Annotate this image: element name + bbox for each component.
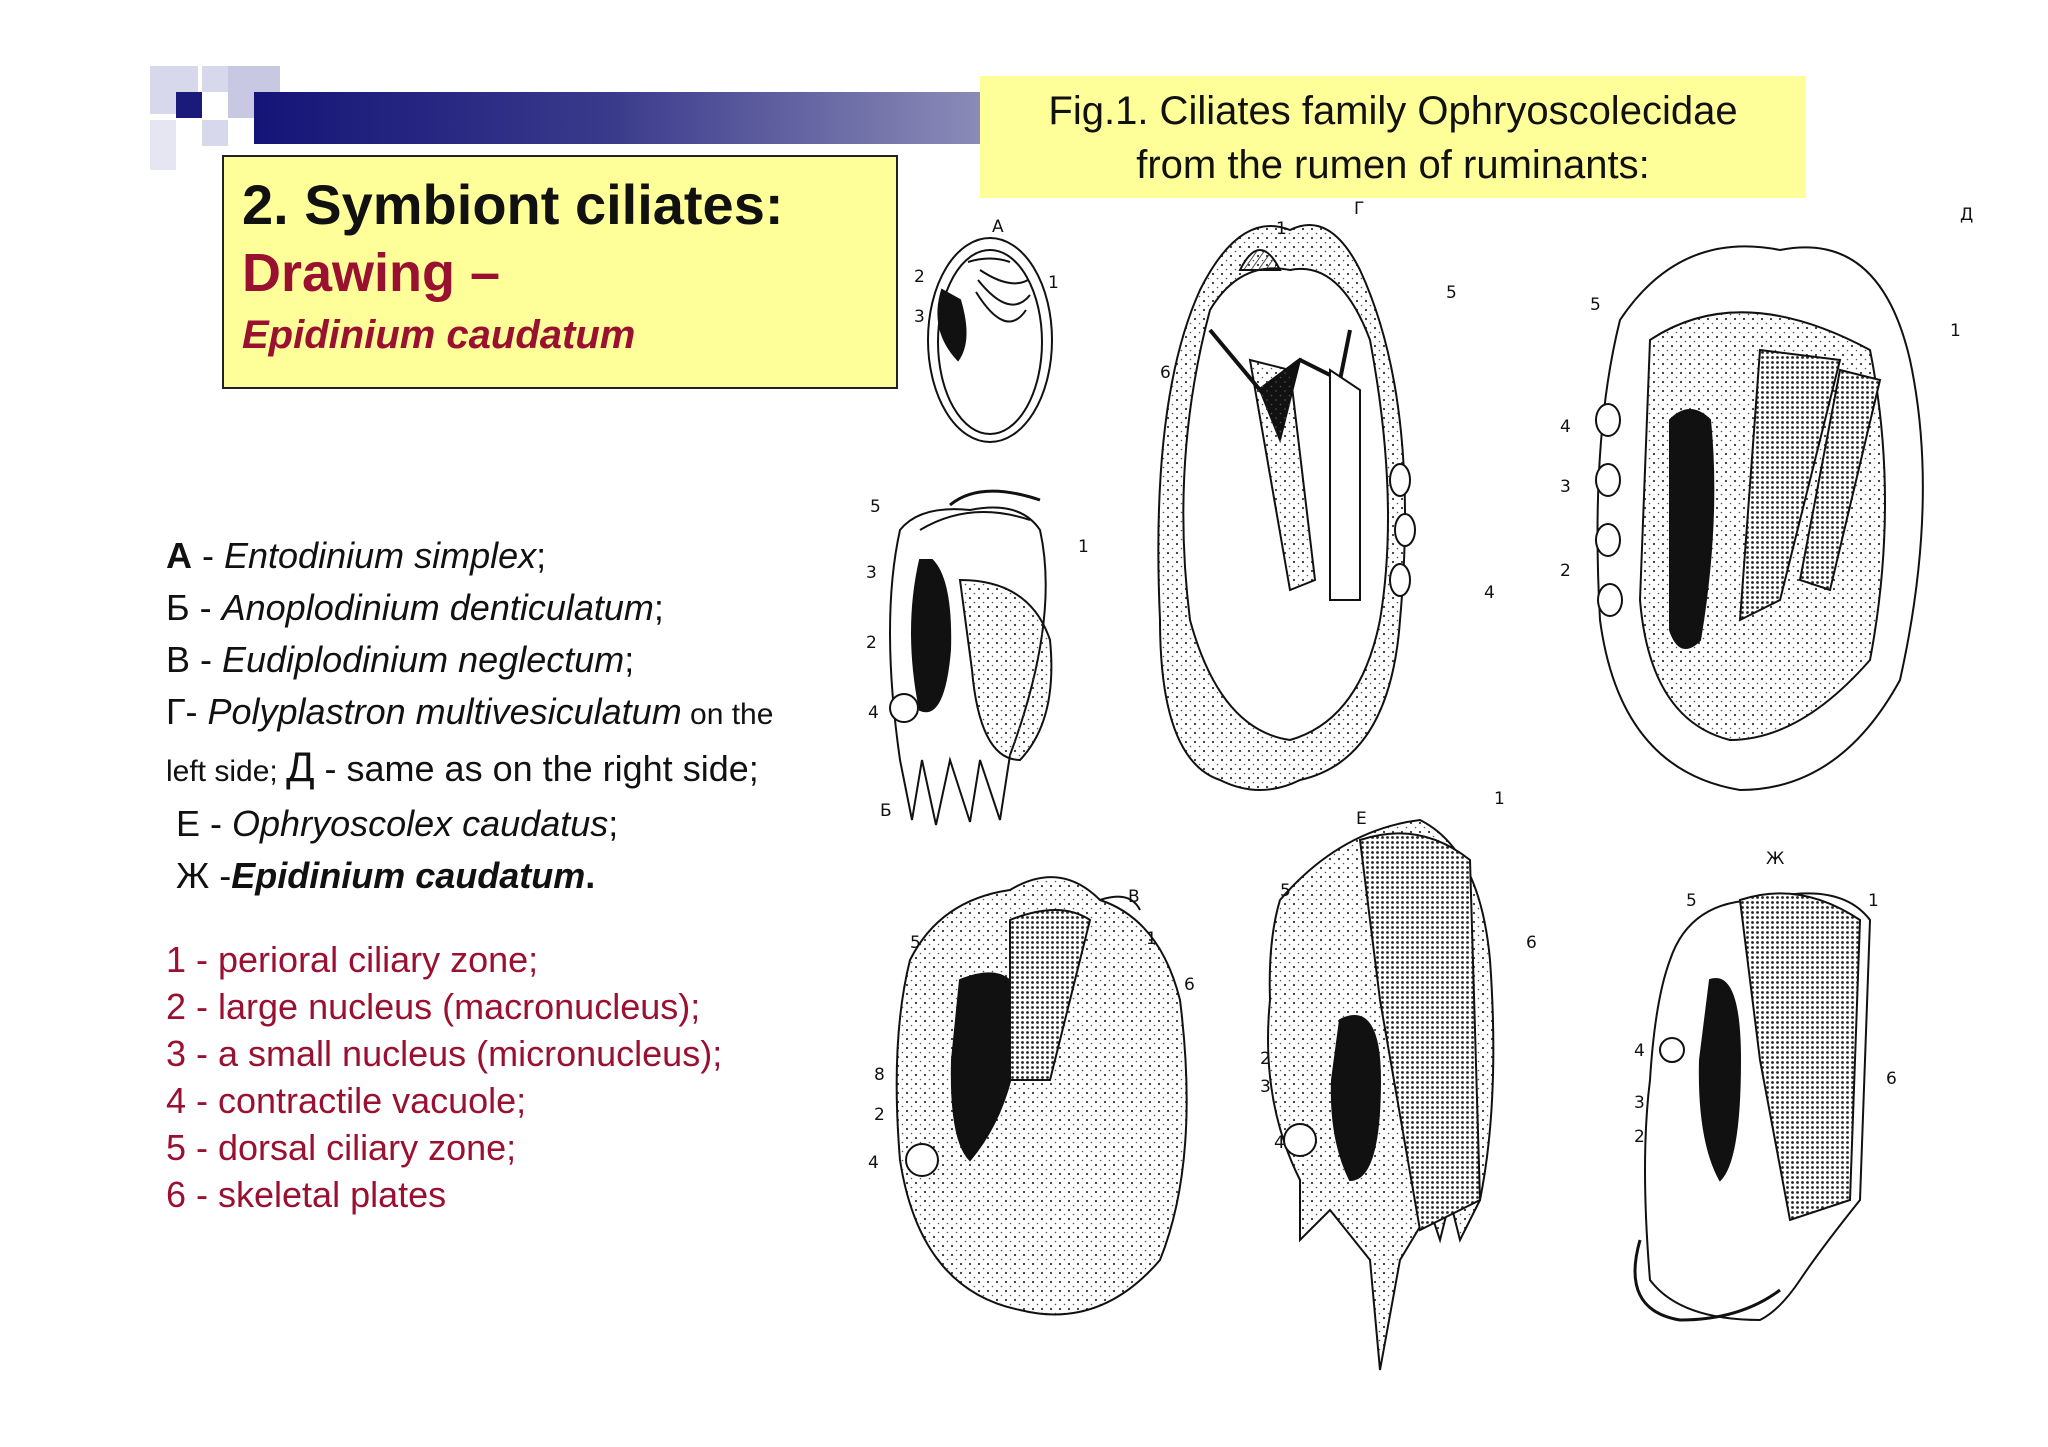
list-item: Ж -Epidinium caudatum.: [176, 855, 596, 896]
ciliate-zh-drawing: [1633, 892, 1872, 1322]
legend-item: 4 - contractile vacuole;: [166, 1080, 527, 1121]
part-number: 5: [910, 933, 921, 953]
slide-species: Epidinium caudatum: [242, 313, 636, 357]
ciliate-g-drawing: [1157, 224, 1416, 791]
legend-item: 3 - a small nucleus (micronucleus);: [166, 1033, 723, 1074]
title-box: 2. Symbiont ciliates: Drawing – Epidiniu…: [222, 155, 898, 389]
legend-item: 2 - large nucleus (macronucleus);: [166, 986, 701, 1027]
figure-caption-line2: from the rumen of ruminants:: [1136, 143, 1650, 187]
ciliate-d-drawing: [1595, 245, 1924, 792]
list-item: Б - Anoplodinium denticulatum;: [166, 587, 664, 628]
part-number: 6: [1526, 933, 1537, 953]
part-number: 2: [866, 633, 877, 653]
part-number: 4: [1560, 417, 1571, 437]
ciliate-v-drawing: [895, 876, 1188, 1316]
part-number: 8: [874, 1065, 885, 1085]
part-number: 5: [1280, 881, 1291, 901]
list-item: В - Eudiplodinium neglectum;: [166, 639, 635, 680]
part-number: 5: [1446, 283, 1457, 303]
panel-label-v: В: [1128, 887, 1140, 907]
part-number: 1: [1146, 929, 1157, 949]
part-number: 4: [1484, 583, 1495, 603]
part-number: 1: [1950, 321, 1961, 341]
ciliate-b-drawing: [889, 489, 1053, 826]
part-number: 5: [870, 497, 881, 517]
part-number: 6: [1886, 1069, 1897, 1089]
panel-label-zh: Ж: [1766, 849, 1784, 869]
part-number: 6: [1184, 975, 1195, 995]
part-number: 3: [1634, 1093, 1645, 1113]
part-number: 1: [1048, 273, 1059, 293]
list-item: Г- Polyplastron multivesiculatum on the: [166, 691, 774, 732]
part-number: 5: [1686, 891, 1697, 911]
part-number: 3: [1560, 477, 1571, 497]
part-number: 6: [1160, 363, 1171, 383]
species-list: А - Entodinium simplex; Б - Anoplodinium…: [166, 530, 866, 902]
decor-square: [150, 120, 176, 170]
list-item: А - Entodinium simplex;: [166, 535, 547, 576]
panel-label-e: Е: [1356, 809, 1367, 829]
legend: 1 - perioral ciliary zone; 2 - large nuc…: [166, 936, 722, 1218]
part-number: 4: [868, 703, 879, 723]
legend-item: 6 - skeletal plates: [166, 1174, 447, 1215]
panel-label-a: А: [992, 217, 1004, 237]
part-number: 1: [1078, 537, 1089, 557]
part-number: 4: [1634, 1041, 1645, 1061]
part-number: 1: [1868, 891, 1879, 911]
part-number: 2: [1634, 1127, 1645, 1147]
part-number: 2: [1260, 1049, 1271, 1069]
decor-square: [202, 66, 228, 92]
ciliate-e-drawing: [1267, 818, 1495, 1371]
slide-subtitle: Drawing –: [242, 243, 501, 303]
part-number: 5: [1590, 295, 1601, 315]
panel-label-g: Г: [1354, 200, 1364, 219]
slide-title: 2. Symbiont ciliates:: [242, 173, 784, 236]
legend-item: 5 - dorsal ciliary zone;: [166, 1127, 517, 1168]
part-number: 2: [874, 1105, 885, 1125]
part-number: 2: [914, 267, 925, 287]
legend-item: 1 - perioral ciliary zone;: [166, 939, 539, 980]
figure-caption-line1: Fig.1. Ciliates family Ophryoscolecidae: [1048, 89, 1738, 133]
part-number: 2: [1560, 561, 1571, 581]
decor-square-dark: [176, 92, 202, 118]
figure-caption: Fig.1. Ciliates family Ophryoscolecidae …: [980, 76, 1806, 198]
part-number: 3: [1260, 1077, 1271, 1097]
part-number: 4: [868, 1153, 879, 1173]
part-number: 3: [866, 563, 877, 583]
part-number: 1: [1276, 219, 1287, 239]
list-item: left side; Д - same as on the right side…: [166, 743, 759, 790]
panel-label-b: Б: [880, 801, 892, 821]
decor-square: [202, 120, 228, 146]
part-number: 1: [1494, 789, 1505, 809]
panel-label-d: Д: [1960, 205, 1973, 225]
ciliate-a-drawing: [927, 237, 1053, 443]
part-number: 4: [1274, 1133, 1285, 1153]
ciliate-figure: А 1 2 3 Б 5 1 3 2 4 Г 1 5 6 4: [866, 199, 1973, 1371]
list-item: Е - Ophryoscolex caudatus;: [176, 803, 619, 844]
ciliate-drawings: А 1 2 3 Б 5 1 3 2 4 Г 1 5 6 4: [860, 199, 2048, 1380]
part-number: 3: [914, 307, 925, 327]
